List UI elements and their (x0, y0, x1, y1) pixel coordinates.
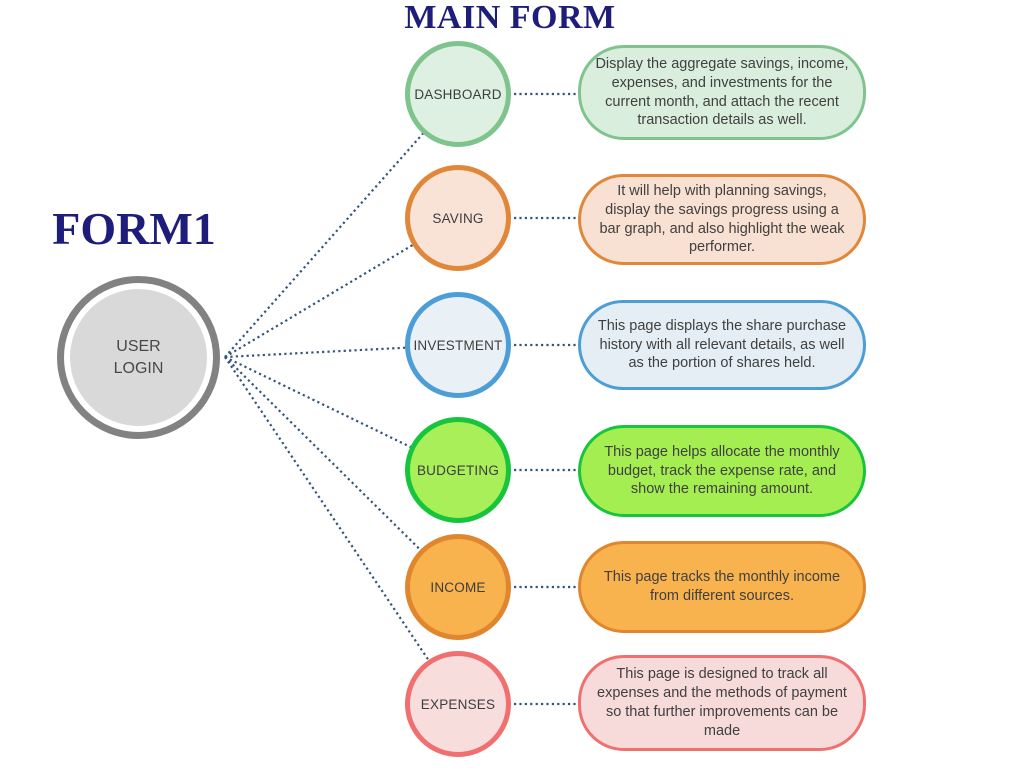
user-login-label: USER LOGIN (113, 337, 164, 377)
bubble-income-text: This page tracks the monthly income from… (603, 569, 841, 604)
node-income-label: INCOME (430, 579, 486, 595)
user-login-node: USER LOGIN (57, 276, 220, 439)
node-investment-label: INVESTMENT (413, 337, 503, 353)
bubble-budgeting: This page helps allocate the monthly bud… (578, 425, 866, 517)
bubble-dashboard: Display the aggregate savings, income, e… (578, 45, 866, 140)
connector-root-income (224, 356, 459, 588)
bubble-dashboard-text: Display the aggregate savings, income, e… (595, 55, 849, 129)
bubble-expenses-text: This page is designed to track all expen… (597, 666, 847, 739)
form1-title: FORM1 (52, 203, 216, 254)
main-form-title: MAIN FORM (404, 0, 616, 36)
bubble-saving: It will help with planning savings, disp… (578, 174, 866, 265)
node-dashboard: DASHBOARD (405, 41, 511, 147)
connector-root-saving (224, 217, 459, 358)
connector-root-dashboard (224, 93, 459, 358)
connector-root-expenses (224, 356, 459, 705)
node-income: INCOME (405, 534, 511, 640)
node-expenses-label: EXPENSES (420, 696, 496, 712)
bubble-investment-text: This page displays the share purchase hi… (597, 317, 847, 372)
node-budgeting-label: BUDGETING (416, 462, 500, 478)
node-budgeting: BUDGETING (405, 417, 511, 523)
node-investment: INVESTMENT (405, 292, 511, 398)
bubble-budgeting-text: This page helps allocate the monthly bud… (604, 443, 840, 498)
bubble-investment: This page displays the share purchase hi… (578, 300, 866, 390)
bubble-income: This page tracks the monthly income from… (578, 541, 866, 633)
bubble-saving-text: It will help with planning savings, disp… (599, 182, 845, 256)
node-saving-label: SAVING (432, 210, 484, 226)
node-expenses: EXPENSES (405, 651, 511, 757)
node-saving: SAVING (405, 165, 511, 271)
node-dashboard-label: DASHBOARD (414, 86, 502, 102)
bubble-expenses: This page is designed to track all expen… (578, 655, 866, 751)
user-login-node-inner: USER LOGIN (70, 289, 207, 426)
